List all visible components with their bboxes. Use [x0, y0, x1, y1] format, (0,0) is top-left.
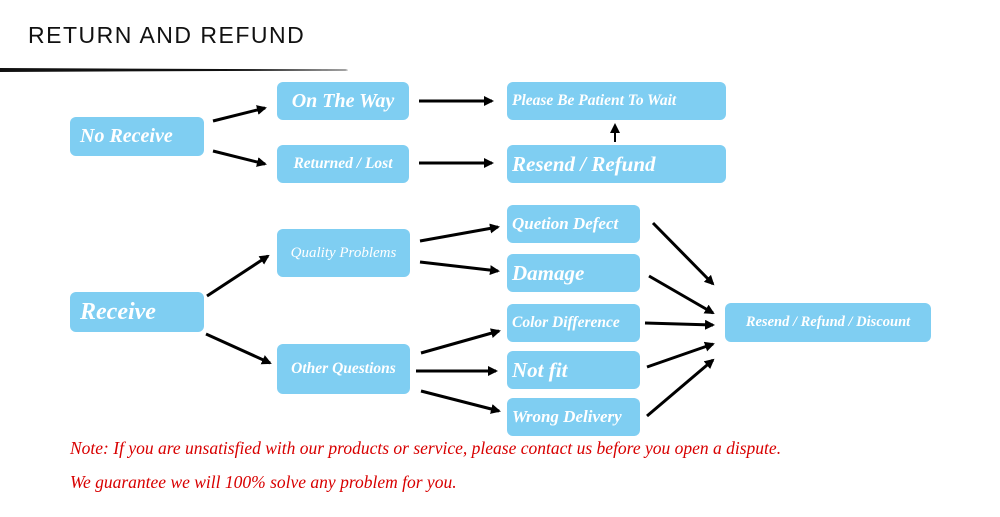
arrow-notfit-final [646, 341, 715, 369]
arrow-color-final [644, 319, 715, 330]
node-no-receive: No Receive [70, 117, 204, 156]
node-please-be-patient: Please Be Patient To Wait [507, 82, 726, 120]
arrow-quality-damage [419, 260, 500, 276]
note-line-2: We guarantee we will 100% solve any prob… [70, 472, 457, 492]
node-quetion-defect: Quetion Defect [507, 205, 640, 243]
arrow-other-wrong [420, 389, 501, 414]
node-resend-refund-discount: Resend / Refund / Discount [725, 303, 931, 342]
node-wrong-delivery: Wrong Delivery [507, 398, 640, 436]
page-title: RETURN AND REFUND [28, 22, 306, 48]
node-resend-refund: Resend / Refund [507, 145, 726, 183]
title-underline [0, 68, 348, 72]
arrow-quality-defect [419, 223, 500, 243]
arrow-other-color [420, 328, 501, 355]
arrow-receive-other [205, 332, 272, 365]
node-on-the-way: On The Way [277, 82, 409, 120]
arrow-damage-final [648, 274, 715, 315]
arrow-receive-quality [206, 254, 270, 298]
node-damage: Damage [507, 254, 640, 292]
arrow-noreceive-returned [212, 149, 267, 167]
arrow-defect-final [651, 221, 715, 286]
node-quality-problems: Quality Problems [277, 229, 410, 277]
node-not-fit: Not fit [507, 351, 640, 389]
arrow-noreceive-ontheway [212, 105, 267, 123]
node-receive: Receive [70, 292, 204, 332]
node-other-questions: Other Questions [277, 344, 410, 394]
note-line-1: Note: If you are unsatisfied with our pr… [70, 438, 782, 458]
node-color-difference: Color Difference [507, 304, 640, 342]
arrow-wrong-final [646, 358, 715, 418]
node-returned-lost: Returned / Lost [277, 145, 409, 183]
